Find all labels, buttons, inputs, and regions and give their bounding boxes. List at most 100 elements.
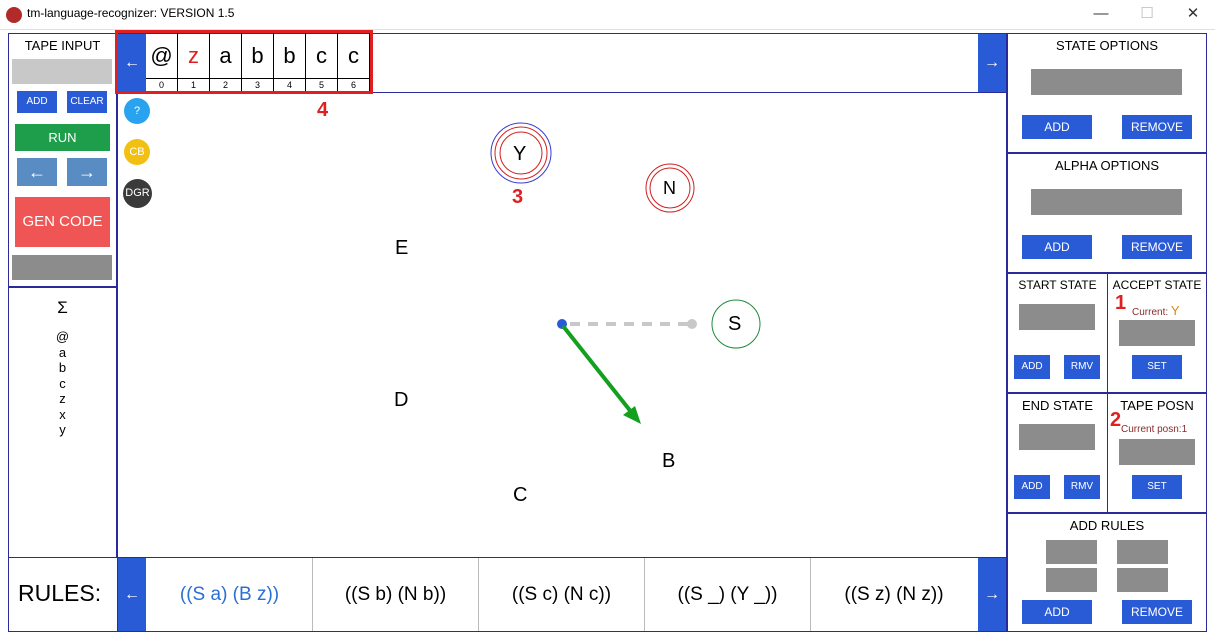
alphabet-list: @ a b c z x y xyxy=(8,329,117,438)
end-state-rmv-button[interactable]: RMV xyxy=(1064,475,1100,499)
tape-cell-index: 5 xyxy=(306,78,338,91)
rule-read-symbol-field[interactable] xyxy=(1046,568,1097,592)
tape-add-button[interactable]: ADD xyxy=(17,91,57,113)
state-D-label[interactable]: D xyxy=(394,389,409,411)
tape-posn-set-button[interactable]: SET xyxy=(1132,475,1182,499)
rule-item-selected[interactable]: ((S a) (B z)) xyxy=(147,558,313,631)
accept-state-title: ACCEPT STATE xyxy=(1112,278,1202,292)
maximize-button[interactable]: ☐ xyxy=(1140,5,1154,22)
rule-add-button[interactable]: ADD xyxy=(1022,600,1092,624)
annotation-4: 4 xyxy=(317,99,329,121)
alphabet-symbol: x xyxy=(59,406,66,422)
run-button[interactable]: RUN xyxy=(15,124,110,151)
state-outer-ring xyxy=(645,163,695,213)
tape-cell: b xyxy=(242,33,274,78)
start-state-title: START STATE xyxy=(1018,278,1097,292)
rule-from-state-field[interactable] xyxy=(1046,540,1097,564)
tape-left-arrow[interactable]: ← xyxy=(118,34,146,92)
rule-item[interactable]: ((S b) (N b)) xyxy=(313,558,479,631)
tape-cell: b xyxy=(274,33,306,78)
end-state-add-button[interactable]: ADD xyxy=(1014,475,1050,499)
step-back-button[interactable]: ← xyxy=(17,158,57,186)
main-canvas[interactable] xyxy=(117,33,1007,558)
alphabet-symbol: z xyxy=(59,391,66,406)
tape-input-title: TAPE INPUT xyxy=(24,38,101,53)
start-state-rmv-button[interactable]: RMV xyxy=(1064,355,1100,379)
minimize-button[interactable]: — xyxy=(1093,5,1109,22)
annotation-1: 1 xyxy=(1115,292,1127,314)
tape-cell-current: z xyxy=(178,33,210,78)
accept-current-value: Y xyxy=(1170,303,1180,318)
start-state-add-button[interactable]: ADD xyxy=(1014,355,1050,379)
alphabet-symbol: a xyxy=(58,344,67,360)
step-forward-button[interactable]: → xyxy=(67,158,107,186)
tape-right-arrow[interactable]: → xyxy=(978,34,1006,92)
accept-state-set-button[interactable]: SET xyxy=(1132,355,1182,379)
alpha-remove-button[interactable]: REMOVE xyxy=(1122,235,1192,259)
gen-code-output-field[interactable] xyxy=(12,255,112,280)
rules-bar xyxy=(8,557,1007,632)
alpha-add-button[interactable]: ADD xyxy=(1022,235,1092,259)
state-remove-button[interactable]: REMOVE xyxy=(1122,115,1192,139)
help-button[interactable]: ? xyxy=(124,98,150,124)
tape-cell-index: 2 xyxy=(210,78,242,91)
state-name-field[interactable] xyxy=(1031,69,1182,95)
state-add-button[interactable]: ADD xyxy=(1022,115,1092,139)
alphabet-panel xyxy=(8,287,117,558)
tape-posn-current: Current posn:1 xyxy=(1121,424,1188,435)
tape-posn-title: TAPE POSN xyxy=(1120,398,1194,413)
rule-to-state-field[interactable] xyxy=(1117,540,1168,564)
rules-divider xyxy=(117,557,118,632)
start-state-field[interactable] xyxy=(1019,304,1095,330)
tape-posn-field[interactable] xyxy=(1119,439,1195,465)
add-rules-title: ADD RULES xyxy=(1069,518,1145,533)
tape-clear-button[interactable]: CLEAR xyxy=(67,91,107,113)
title-bar xyxy=(0,0,1215,30)
accept-state-field[interactable] xyxy=(1119,320,1195,346)
rules-right-arrow[interactable]: → xyxy=(978,558,1006,631)
cb-button[interactable]: CB xyxy=(124,139,150,165)
rule-item[interactable]: ((S _) (Y _)) xyxy=(645,558,811,631)
accept-ring xyxy=(490,122,552,184)
rule-write-symbol-field[interactable] xyxy=(1117,568,1168,592)
state-C-label[interactable]: C xyxy=(513,484,528,506)
state-Y-label[interactable]: Y xyxy=(513,143,527,165)
state-graph xyxy=(490,122,761,424)
rule-item[interactable]: ((S c) (N c)) xyxy=(479,558,645,631)
tape-cell: @ xyxy=(146,33,178,78)
alpha-symbol-field[interactable] xyxy=(1031,189,1182,215)
tape-cell: c xyxy=(306,33,338,78)
state-N-label[interactable]: N xyxy=(663,178,676,198)
tape-input-field[interactable] xyxy=(12,59,112,84)
rules-title: RULES: xyxy=(18,580,102,606)
accept-current-prefix: Current: xyxy=(1132,307,1169,318)
end-state-field[interactable] xyxy=(1019,424,1095,450)
dgr-button[interactable]: DGR xyxy=(123,179,152,208)
tape-cell-index: 4 xyxy=(274,78,306,91)
state-B-label[interactable]: B xyxy=(662,450,676,472)
alphabet-symbol: b xyxy=(58,360,67,375)
start-indicator-end xyxy=(687,319,697,329)
tape-cell-index: 0 xyxy=(146,78,178,91)
end-state-title: END STATE xyxy=(1021,398,1094,413)
alphabet-symbol: @ xyxy=(55,329,70,344)
rule-remove-button[interactable]: REMOVE xyxy=(1122,600,1192,624)
state-S-label[interactable]: S xyxy=(728,313,742,335)
app-icon xyxy=(6,7,22,23)
tape-cell-index: 3 xyxy=(242,78,274,91)
tape-highlight-box xyxy=(115,30,373,94)
gen-code-button[interactable]: GEN CODE xyxy=(15,197,110,247)
annotation-2: 2 xyxy=(1110,409,1122,431)
close-button[interactable]: ✕ xyxy=(1186,5,1200,22)
state-E-label[interactable]: E xyxy=(395,237,409,259)
tape-cell-index: 1 xyxy=(178,78,210,91)
alpha-options-title: ALPHA OPTIONS xyxy=(1054,158,1160,173)
alphabet-symbol: c xyxy=(59,375,66,391)
annotation-3: 3 xyxy=(512,186,524,208)
rules-left-arrow[interactable]: ← xyxy=(118,558,146,631)
transition-arrowhead xyxy=(623,406,641,424)
rule-item[interactable]: ((S z) (N z)) xyxy=(844,584,944,605)
transition-arrow-line xyxy=(561,324,634,415)
tape-cell: c xyxy=(338,33,370,78)
window-title: tm-language-recognizer: VERSION 1.5 xyxy=(27,6,235,20)
